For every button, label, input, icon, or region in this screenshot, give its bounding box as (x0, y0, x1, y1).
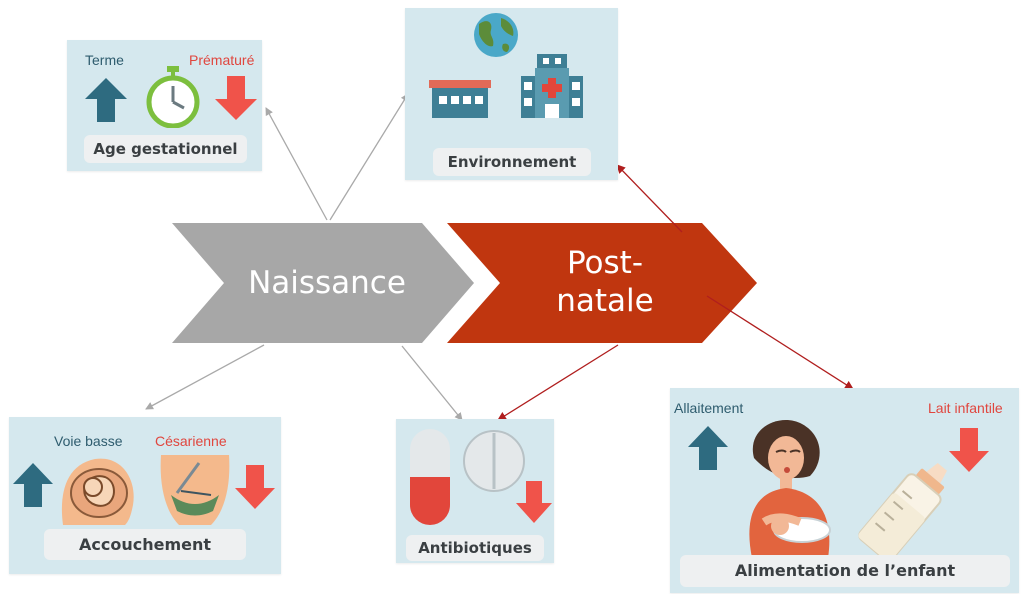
delivery-card: Voie basse Césarienne Accouchement (9, 417, 281, 574)
arrow-down-icon (949, 428, 989, 472)
cesarean-label: Césarienne (155, 433, 227, 449)
breastfeeding-label: Allaitement (674, 400, 744, 416)
arrow-down-icon (235, 465, 275, 509)
arrow-up-icon (13, 463, 53, 507)
naissance-chevron (172, 223, 474, 343)
connector-naissance-environment (329, 93, 409, 221)
pregnant-belly-icon (61, 458, 134, 525)
infant-formula-label: Lait infantile (928, 400, 1003, 416)
cesarean-icon (160, 455, 230, 525)
stage-postnatale-line2: natale (556, 283, 654, 319)
house-icon (429, 80, 491, 118)
globe-icon (474, 13, 518, 57)
postnatale-chevron (447, 223, 757, 343)
age-gestational-card: Terme Prématuré Age gestationnel (67, 40, 262, 171)
feeding-title: Alimentation de l’enfant (680, 555, 1010, 587)
antibiotics-title: Antibiotiques (406, 535, 544, 561)
breastfeeding-mother-icon (749, 419, 831, 558)
connector-postnatale-feeding (706, 295, 854, 390)
stage-naissance-label: Naissance (248, 265, 406, 301)
capsule-icon (410, 429, 450, 525)
connector-naissance-delivery (145, 344, 265, 410)
baby-bottle-icon (858, 463, 947, 562)
delivery-title: Accouchement (44, 529, 246, 560)
connector-naissance-age (265, 107, 328, 221)
connector-postnatale-environment (616, 164, 683, 233)
environment-card: Environnement (405, 8, 618, 180)
connector-postnatale-antibiotics (497, 344, 619, 421)
vaginal-delivery-label: Voie basse (54, 433, 123, 449)
arrow-up-icon (688, 426, 728, 470)
connector-naissance-antibiotics (401, 345, 463, 421)
premature-label: Prématuré (189, 52, 255, 68)
arrow-down-icon (215, 76, 257, 120)
arrow-down-icon (516, 481, 552, 523)
feeding-card: Allaitement Lait infantile Alimentation … (670, 388, 1019, 593)
environment-title: Environnement (433, 148, 591, 176)
term-label: Terme (85, 52, 124, 68)
hospital-icon (521, 54, 583, 118)
stage-postnatale-label: Post- natale (520, 244, 690, 320)
pill-tablet-icon (463, 430, 525, 492)
stopwatch-icon (146, 66, 200, 128)
age-gestational-title: Age gestationnel (84, 135, 247, 163)
stage-postnatale-line1: Post- (566, 245, 644, 281)
arrow-up-icon (85, 78, 127, 122)
antibiotics-card: Antibiotiques (396, 419, 554, 563)
